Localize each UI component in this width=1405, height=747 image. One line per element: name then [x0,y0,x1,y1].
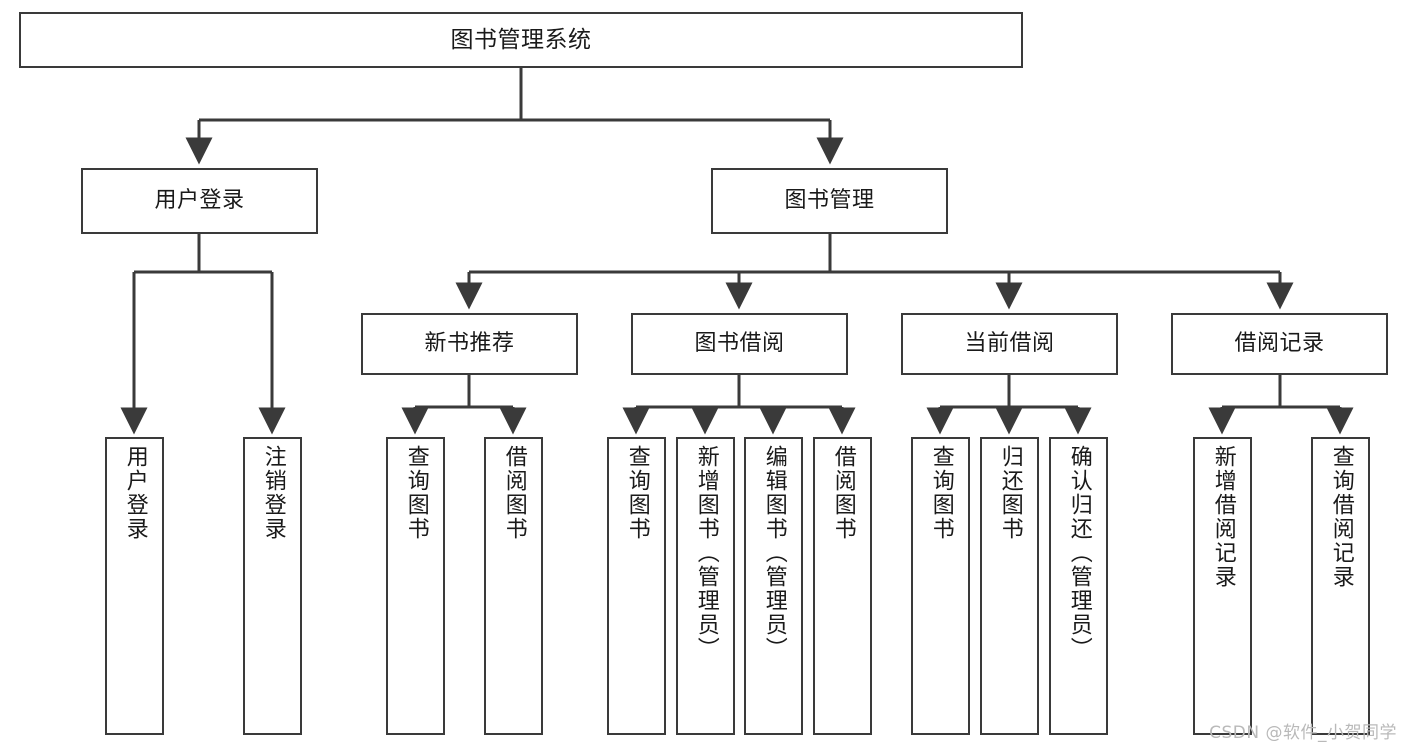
node-leaf-borrow-book-2-label: 借阅图书 [830,445,856,541]
node-book-borrow-label: 图书借阅 [694,331,785,357]
node-leaf-return-book-label: 归还图书 [997,445,1023,541]
node-leaf-query-record-label: 查询借阅记录 [1328,445,1354,589]
node-leaf-borrow-book-2[interactable]: 借阅图书 [813,437,872,735]
csdn-watermark: CSDN @软件_小贺同学 [1209,723,1397,743]
node-borrow-record[interactable]: 借阅记录 [1171,313,1388,375]
node-root[interactable]: 图书管理系统 [19,12,1023,68]
node-leaf-query-book-1[interactable]: 查询图书 [386,437,445,735]
node-user-login-label: 用户登录 [154,188,245,214]
node-leaf-user-logout[interactable]: 注销登录 [243,437,302,735]
node-leaf-query-book-1-label: 查询图书 [403,445,429,541]
node-leaf-borrow-book-1-label: 借阅图书 [501,445,527,541]
node-user-login[interactable]: 用户登录 [81,168,318,234]
node-leaf-user-login[interactable]: 用户登录 [105,437,164,735]
node-leaf-return-book[interactable]: 归还图书 [980,437,1039,735]
node-leaf-add-book-label: 新增图书（管理员） [693,445,719,661]
node-leaf-edit-book[interactable]: 编辑图书（管理员） [744,437,803,735]
node-leaf-add-record[interactable]: 新增借阅记录 [1193,437,1252,735]
node-leaf-query-book-2[interactable]: 查询图书 [607,437,666,735]
node-book-mgmt-label: 图书管理 [784,188,875,214]
node-leaf-query-book-2-label: 查询图书 [624,445,650,541]
node-leaf-confirm-return[interactable]: 确认归还（管理员） [1049,437,1108,735]
node-leaf-confirm-return-label: 确认归还（管理员） [1066,445,1092,661]
node-book-borrow[interactable]: 图书借阅 [631,313,848,375]
node-current-borrow[interactable]: 当前借阅 [901,313,1118,375]
node-book-mgmt[interactable]: 图书管理 [711,168,948,234]
node-leaf-query-book-3-label: 查询图书 [928,445,954,541]
node-leaf-query-record[interactable]: 查询借阅记录 [1311,437,1370,735]
node-current-borrow-label: 当前借阅 [964,331,1055,357]
node-leaf-add-book[interactable]: 新增图书（管理员） [676,437,735,735]
node-leaf-borrow-book-1[interactable]: 借阅图书 [484,437,543,735]
node-leaf-user-logout-label: 注销登录 [260,445,286,541]
node-new-book-rec-label: 新书推荐 [424,331,515,357]
node-leaf-edit-book-label: 编辑图书（管理员） [761,445,787,661]
node-leaf-user-login-label: 用户登录 [122,445,148,541]
node-borrow-record-label: 借阅记录 [1234,331,1325,357]
node-leaf-query-book-3[interactable]: 查询图书 [911,437,970,735]
node-new-book-rec[interactable]: 新书推荐 [361,313,578,375]
node-leaf-add-record-label: 新增借阅记录 [1210,445,1236,589]
node-root-label: 图书管理系统 [450,26,592,53]
